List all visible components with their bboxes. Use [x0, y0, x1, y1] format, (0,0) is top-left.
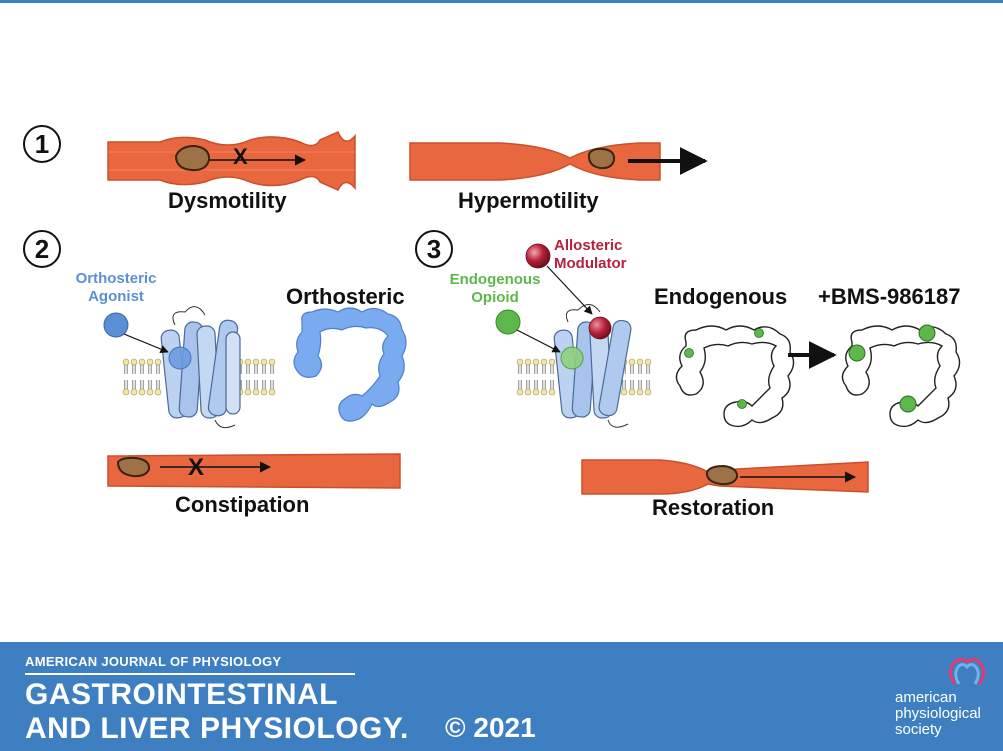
- dysmotility-gut: [107, 131, 356, 191]
- agonist-label-line2: Agonist: [88, 288, 144, 305]
- society-line1: american: [895, 689, 957, 706]
- panel-3-number: 3: [415, 230, 453, 268]
- allosteric-modulator-label: Allosteric Modulator: [554, 237, 646, 273]
- panel-1-number: 1: [23, 125, 61, 163]
- hypermotility-gut: [409, 142, 708, 181]
- agonist-arrow: [123, 333, 169, 354]
- aps-logo-icon: [948, 657, 986, 685]
- opioid-label-line2: Opioid: [471, 289, 519, 306]
- society-line3: society: [895, 721, 942, 738]
- colon-blue: [293, 307, 407, 422]
- colon-endogenous: [675, 325, 795, 428]
- society-name: american physiological society: [895, 690, 981, 738]
- opioid-label-line1: Endogenous: [449, 271, 541, 288]
- orthosteric-colon-label: Orthosteric: [286, 284, 405, 309]
- journal-name: AMERICAN JOURNAL OF PHYSIOLOGY: [25, 654, 282, 669]
- hypermotility-label: Hypermotility: [458, 188, 599, 213]
- modulator-arrow: [546, 265, 593, 315]
- receptor-left: [160, 306, 241, 429]
- modulator-label-line1: Allosteric: [554, 237, 623, 254]
- bms-colon-label: +BMS-986187: [818, 284, 961, 309]
- panel-2-number: 2: [23, 230, 61, 268]
- journal-title-line2: AND LIVER PHYSIOLOGY.: [25, 712, 409, 745]
- dysmotility-label: Dysmotility: [168, 188, 287, 213]
- constipation-gut: [107, 453, 401, 489]
- society-line2: physiological: [895, 705, 981, 722]
- colon-bms: [841, 324, 961, 428]
- modulator-label-line2: Modulator: [554, 255, 627, 272]
- orthosteric-agonist-ball: [103, 312, 129, 338]
- copyright: © 2021: [445, 712, 536, 743]
- endogenous-opioid-label: Endogenous Opioid: [440, 271, 550, 307]
- constipation-label: Constipation: [175, 492, 310, 517]
- figure-artwork: [103, 131, 961, 495]
- orthosteric-agonist-label: Orthosteric Agonist: [68, 270, 164, 306]
- receptor-right: [553, 304, 632, 428]
- allosteric-modulator-ball: [525, 243, 551, 269]
- restoration-gut: [581, 459, 869, 495]
- journal-footer: AMERICAN JOURNAL OF PHYSIOLOGY GASTROINT…: [0, 642, 1003, 751]
- endogenous-opioid-ball: [495, 309, 521, 335]
- constipation-block-mark: X: [188, 454, 205, 481]
- restoration-label: Restoration: [652, 495, 775, 520]
- agonist-label-line1: Orthosteric: [75, 270, 157, 287]
- endogenous-colon-label: Endogenous: [654, 284, 788, 309]
- journal-title-line1: GASTROINTESTINAL: [25, 678, 338, 711]
- footer-rule: [25, 673, 355, 675]
- top-rule: [0, 0, 1003, 3]
- opioid-arrow: [516, 329, 561, 353]
- dysmotility-block-mark: X: [233, 144, 248, 169]
